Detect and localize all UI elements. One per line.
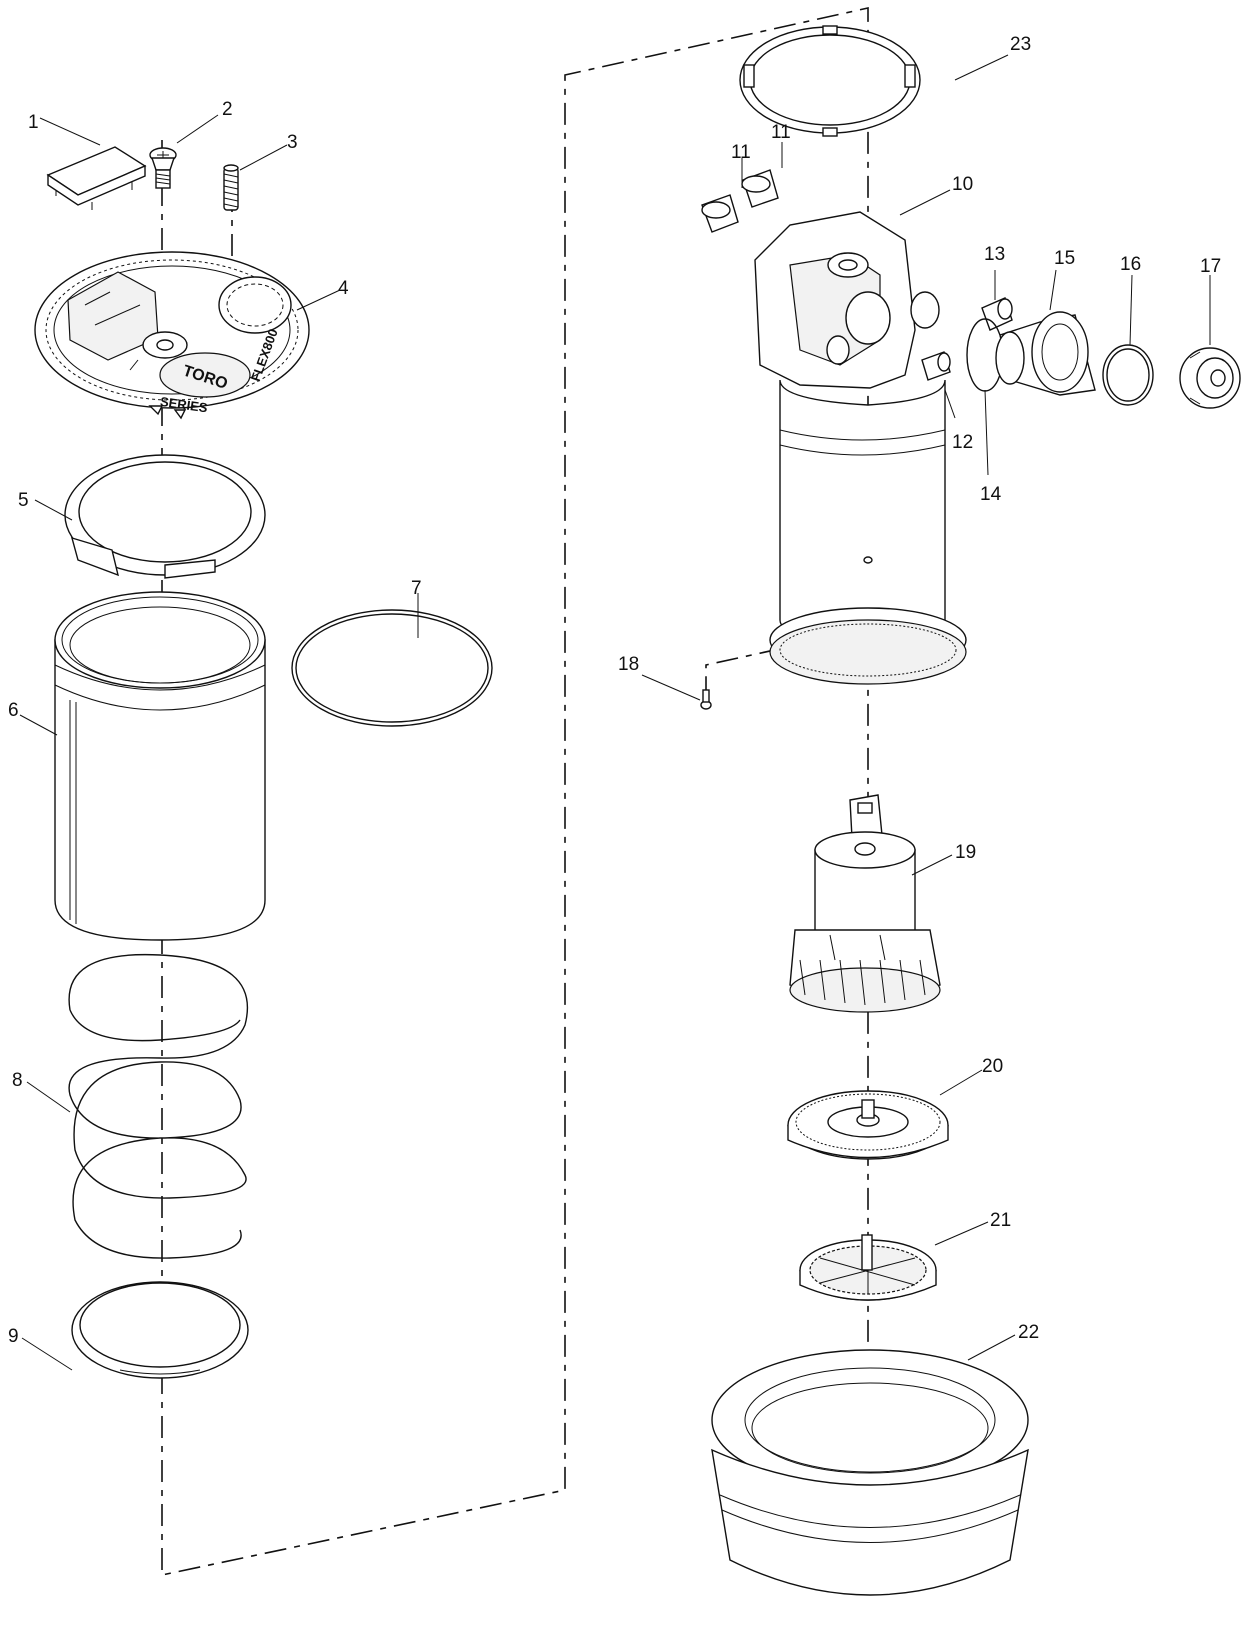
part-4-gear-plate: TORO FLEX800 SERIES [34, 251, 310, 420]
callout-9: 9 [8, 1326, 19, 1347]
callout-16: 16 [1120, 254, 1141, 275]
part-20-stator [787, 1090, 949, 1160]
part-15-adapter [995, 311, 1096, 396]
callout-6: 6 [8, 700, 19, 721]
callout-5: 5 [18, 490, 29, 511]
part-16-washer [1102, 344, 1154, 406]
callout-20: 20 [982, 1056, 1003, 1077]
callout-10: 10 [952, 174, 973, 195]
callout-8: 8 [12, 1070, 23, 1091]
part-10-body [754, 211, 967, 685]
callout-18: 18 [618, 654, 639, 675]
callout-3: 3 [287, 132, 298, 153]
part-18-small-screw [700, 689, 712, 710]
part-5-split-ring [64, 454, 266, 579]
callout-numbers: 1 2 3 4 5 6 7 8 9 10 11 11 12 13 14 15 1… [8, 34, 1221, 1347]
callout-7: 7 [411, 578, 422, 599]
part-7-o-ring [291, 609, 493, 727]
part-13-plug [981, 297, 1013, 331]
part-11-fittings [701, 169, 779, 233]
callout-11-left: 11 [731, 142, 751, 163]
part-17-nozzle-cap [1179, 347, 1241, 409]
part-23-top-ring [739, 25, 921, 137]
callout-14: 14 [980, 484, 1002, 505]
callout-22: 22 [1018, 1322, 1039, 1343]
part-12-plug [921, 351, 951, 381]
callout-2: 2 [222, 99, 233, 120]
callout-11-right: 11 [771, 122, 791, 143]
part-8-spring [68, 953, 249, 1259]
part-19-gear-drive [789, 794, 941, 1013]
part-3-set-screw [223, 164, 239, 211]
part-9-retaining-ring [71, 1281, 249, 1379]
assembly-axis-lines [161, 7, 869, 1576]
callout-leaders [19, 54, 1211, 1371]
part-22-housing-base [711, 1349, 1029, 1596]
part-2-screw [149, 147, 177, 189]
callout-1: 1 [28, 112, 39, 133]
callout-12: 12 [952, 432, 973, 453]
callout-17: 17 [1200, 256, 1221, 277]
callout-21: 21 [990, 1210, 1011, 1231]
callout-23: 23 [1010, 34, 1031, 55]
callout-4: 4 [338, 278, 349, 299]
part-1-cover-plate [46, 146, 147, 210]
series-marking: SERIES [159, 394, 209, 416]
part-21-filter-screen [799, 1234, 937, 1301]
callout-15: 15 [1054, 248, 1075, 269]
part-6-canister [54, 591, 266, 941]
callout-19: 19 [955, 842, 976, 863]
callout-13: 13 [984, 244, 1005, 265]
